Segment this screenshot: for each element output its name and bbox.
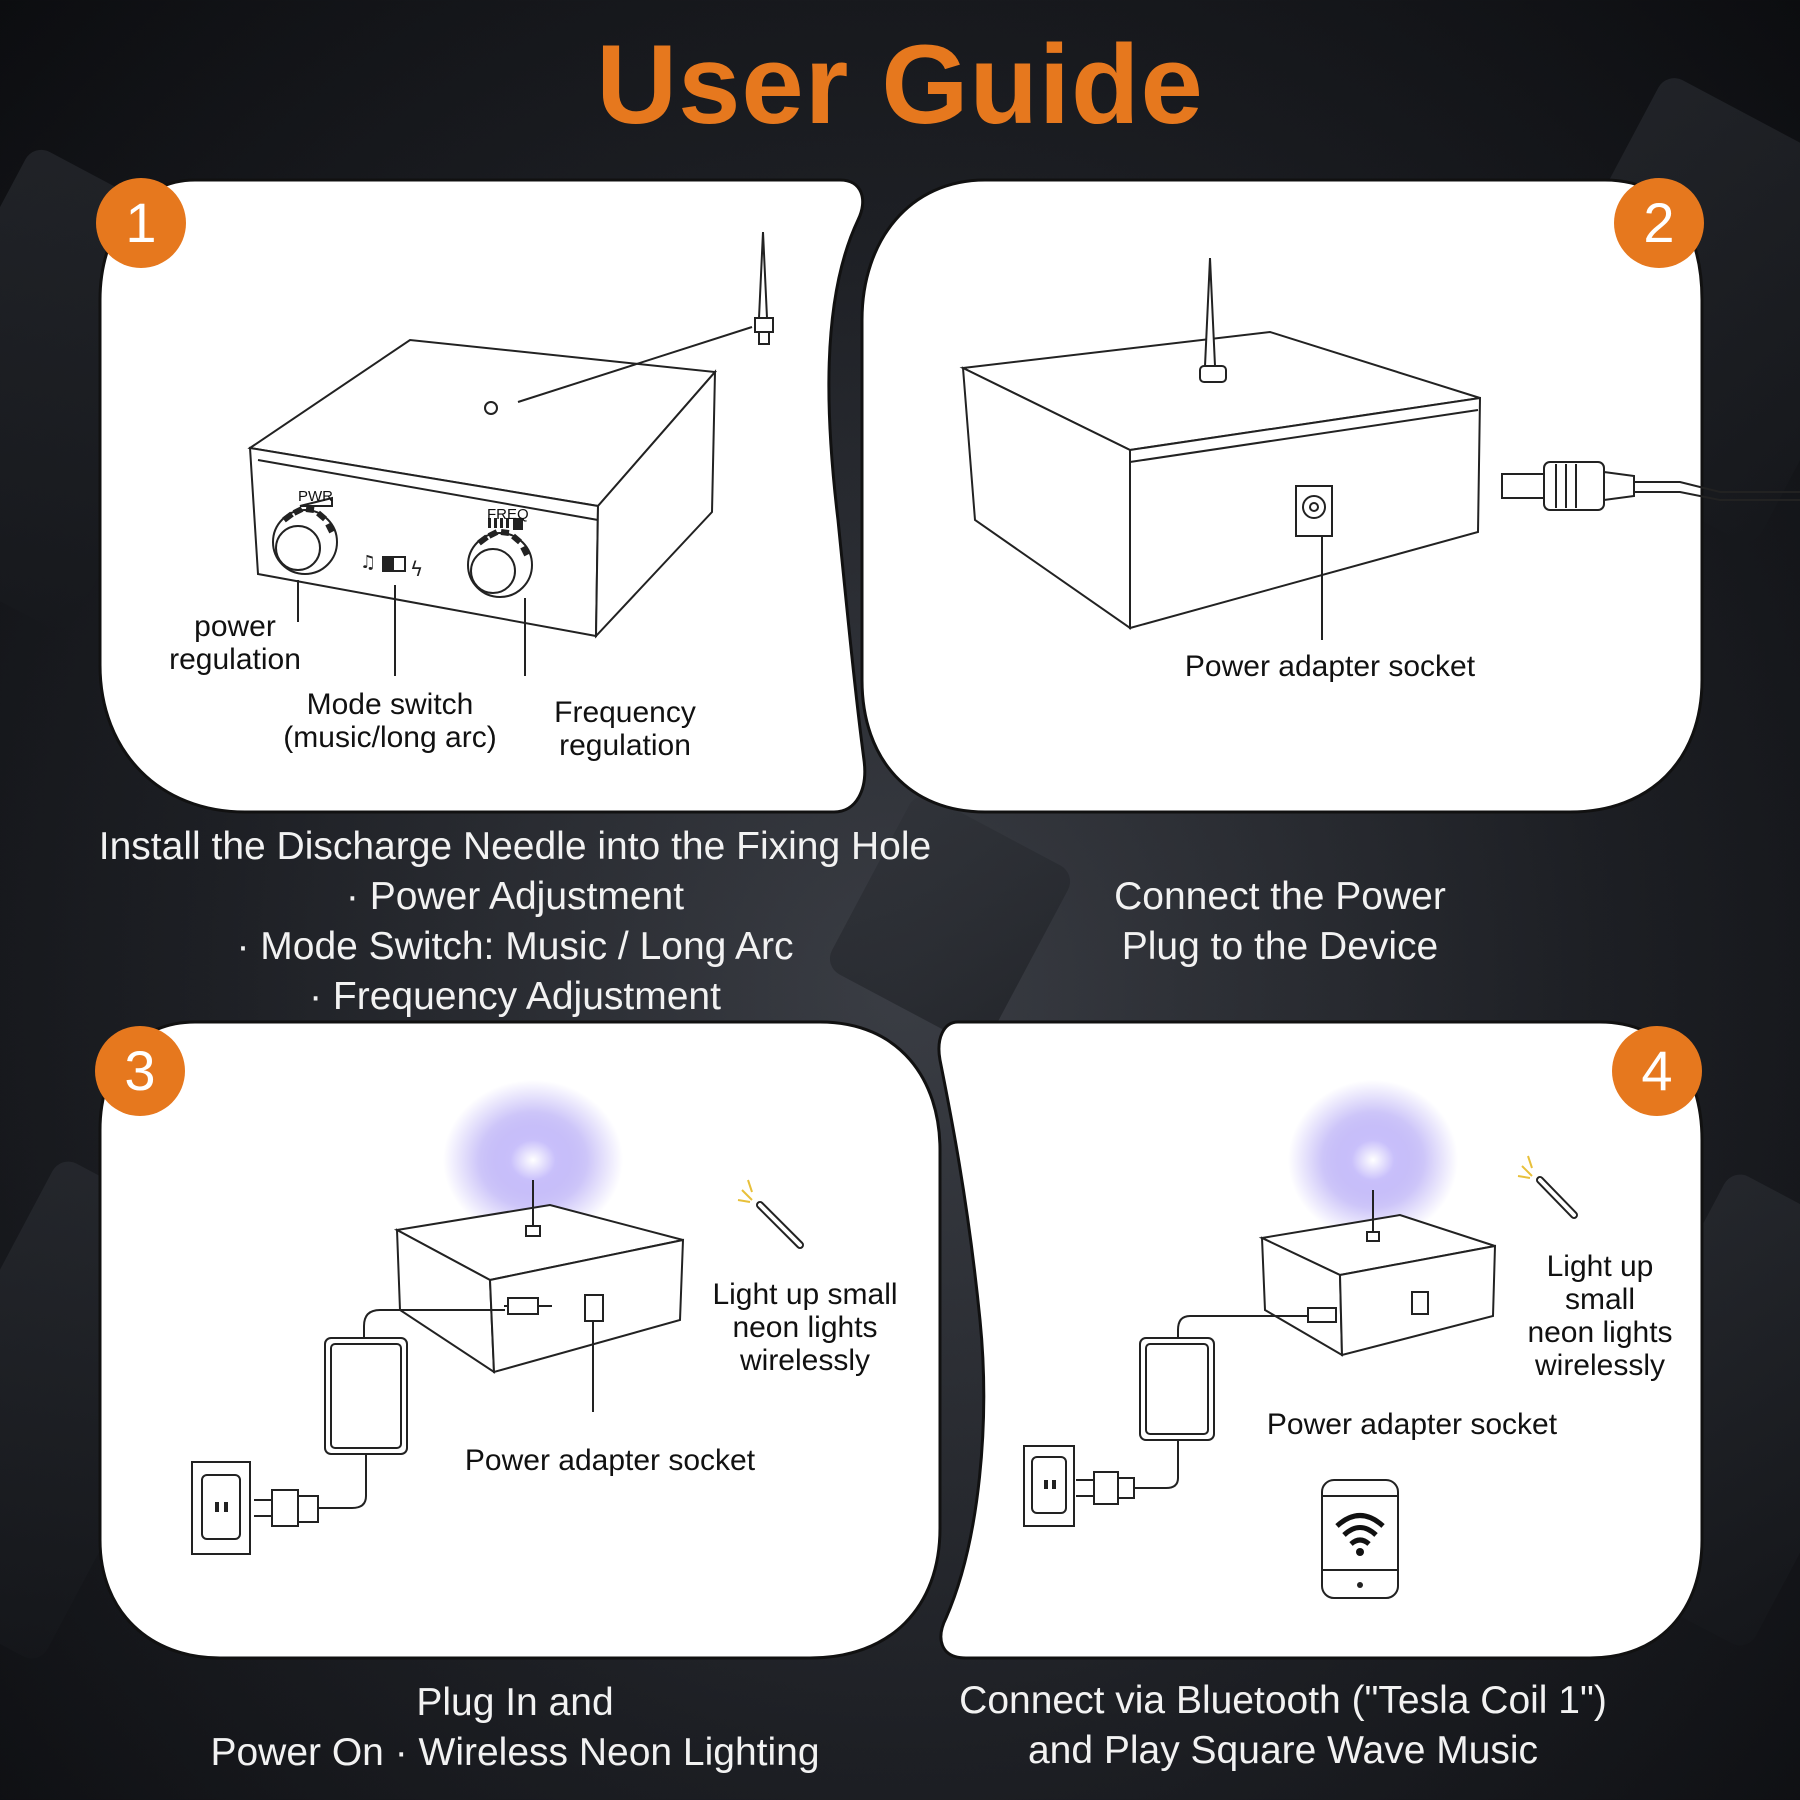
step-4-badge: 4: [1612, 1026, 1702, 1116]
neon-lights-label: Light up small neon lights wirelessly: [1527, 1250, 1673, 1382]
power-knob-icon: [272, 506, 338, 575]
dc-plug-icon: [507, 1297, 539, 1315]
plasma-arc-glow: [1288, 1080, 1458, 1240]
step-3-caption: Plug In and Power On · Wireless Neon Lig…: [210, 1681, 820, 1774]
neon-bulb-icon: [737, 1179, 804, 1249]
svg-text:♫: ♫: [360, 552, 376, 573]
smartphone-wifi-icon: [1321, 1479, 1399, 1599]
freq-label: FREQ: [487, 506, 529, 523]
dc-socket-icon: [1411, 1291, 1429, 1315]
step-4-caption: Connect via Bluetooth ("Tesla Coil 1") a…: [959, 1679, 1607, 1772]
page-title: User Guide: [596, 22, 1204, 147]
frequency-knob-icon: [467, 529, 533, 598]
plug-icon: [254, 1489, 319, 1527]
step-3-badge: 3: [95, 1026, 185, 1116]
step-1-caption: Install the Discharge Needle into the Fi…: [98, 825, 932, 1018]
wall-outlet-icon: [1023, 1445, 1075, 1527]
dc-plug-icon: [1307, 1307, 1337, 1323]
step-2-badge: 2: [1614, 178, 1704, 268]
power-adapter-icon: [1139, 1337, 1215, 1441]
mode-switch-icon: ♫ ϟ: [360, 552, 423, 581]
pwr-label: PWR: [298, 488, 333, 505]
step-2-caption: Connect the Power Plug to the Device: [1114, 875, 1446, 968]
step-1-badge: 1: [96, 178, 186, 268]
fixing-hole: [484, 401, 498, 415]
dc-socket-icon: [1295, 485, 1333, 537]
plug-icon: [1076, 1471, 1135, 1505]
wall-outlet-icon: [191, 1461, 251, 1555]
neon-lights-label: Light up small neon lights wirelessly: [712, 1278, 898, 1377]
power-adapter-socket-label: Power adapter socket: [1266, 1408, 1558, 1441]
device-side-face: [594, 369, 717, 639]
dc-plug-icon: [1501, 461, 1800, 511]
svg-text:ϟ: ϟ: [410, 557, 423, 581]
power-adapter-socket-label: Power adapter socket: [1184, 650, 1476, 683]
power-ramp-icon: [299, 496, 333, 507]
neon-bulb-icon: [1517, 1155, 1578, 1219]
plasma-arc-glow: [443, 1080, 623, 1240]
mode-switch-label: Mode switch(music/long arc): [283, 688, 497, 754]
power-adapter-socket-label: Power adapter socket: [464, 1444, 756, 1477]
frequency-bars-icon: [488, 518, 523, 530]
